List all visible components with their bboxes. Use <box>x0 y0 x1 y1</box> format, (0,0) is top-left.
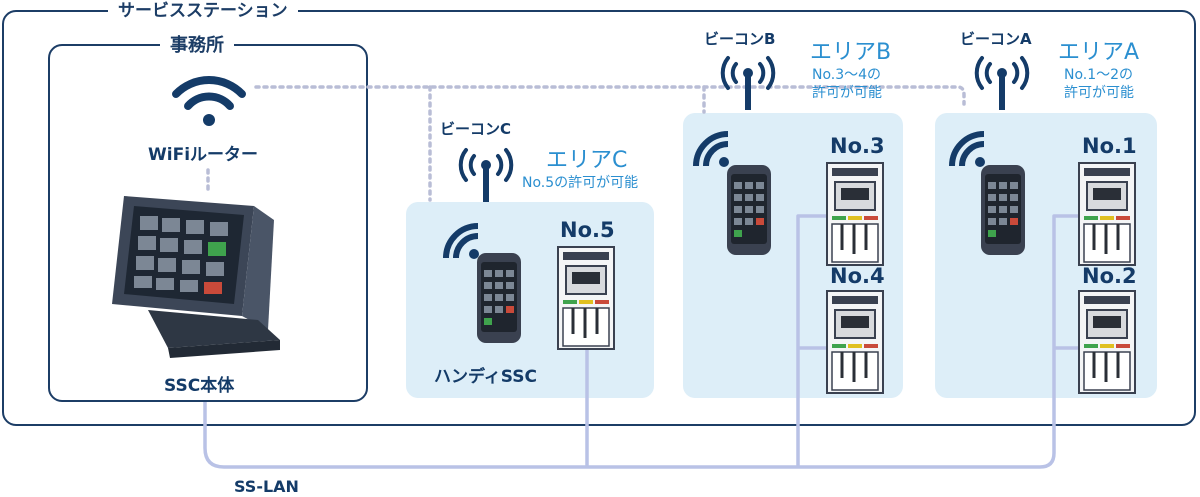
area-a-permit-1: No.1〜2の <box>1064 67 1134 83</box>
pump-no5-label: No.5 <box>560 218 615 242</box>
area-a-wifi-icon <box>949 131 985 167</box>
ssc-label: SSC本体 <box>164 376 235 396</box>
area-a-permit-2: 許可が可能 <box>1064 85 1134 101</box>
area-c-name: エリアC <box>546 148 628 173</box>
area-a-name: エリアA <box>1058 40 1140 65</box>
beacon-b-label: ビーコンB <box>704 30 776 48</box>
beacon-a-antenna-icon <box>974 56 1030 110</box>
beacon-c-antenna-icon <box>458 148 514 202</box>
service-station-title: サービスステーション <box>108 1 298 21</box>
area-c-wifi-icon <box>443 223 479 259</box>
pos-terminal-icon <box>112 196 280 358</box>
ss-lan-label: SS-LAN <box>234 477 299 496</box>
fuel-pump-no2-icon <box>1078 290 1136 394</box>
handheld-terminal-area-a-icon <box>981 165 1025 255</box>
area-c-permit: No.5の許可が可能 <box>522 175 639 191</box>
lan-drop-no3-no4 <box>796 214 826 467</box>
pump-no1-label: No.1 <box>1082 134 1137 158</box>
area-b-permit-2: 許可が可能 <box>812 85 882 101</box>
fuel-pump-no4-icon <box>826 290 884 394</box>
fuel-pump-no1-icon <box>1078 162 1136 266</box>
office-title: 事務所 <box>160 36 234 56</box>
handheld-terminal-area-b-icon <box>727 165 771 255</box>
beacon-a-label: ビーコンA <box>960 30 1032 48</box>
pump-no4-label: No.4 <box>830 264 885 288</box>
area-b-name: エリアB <box>810 40 892 65</box>
handy-ssc-label: ハンディSSC <box>434 367 538 387</box>
handheld-terminal-icon <box>477 253 521 343</box>
fuel-pump-no5-icon <box>557 246 615 350</box>
fuel-pump-no3-icon <box>826 162 884 266</box>
beacon-b-antenna-icon <box>720 56 776 110</box>
router-label: WiFiルーター <box>148 145 259 165</box>
wifi-link-main <box>254 85 966 106</box>
pump-no3-label: No.3 <box>830 134 885 158</box>
ss-lan-trunk <box>203 214 1078 469</box>
service-station-frame <box>2 10 1196 426</box>
pump-no2-label: No.2 <box>1082 264 1137 288</box>
area-b-wifi-icon <box>693 131 729 167</box>
area-b-permit-1: No.3〜4の <box>812 67 882 83</box>
wifi-router-icon <box>172 76 246 126</box>
beacon-c-label: ビーコンC <box>440 120 512 138</box>
